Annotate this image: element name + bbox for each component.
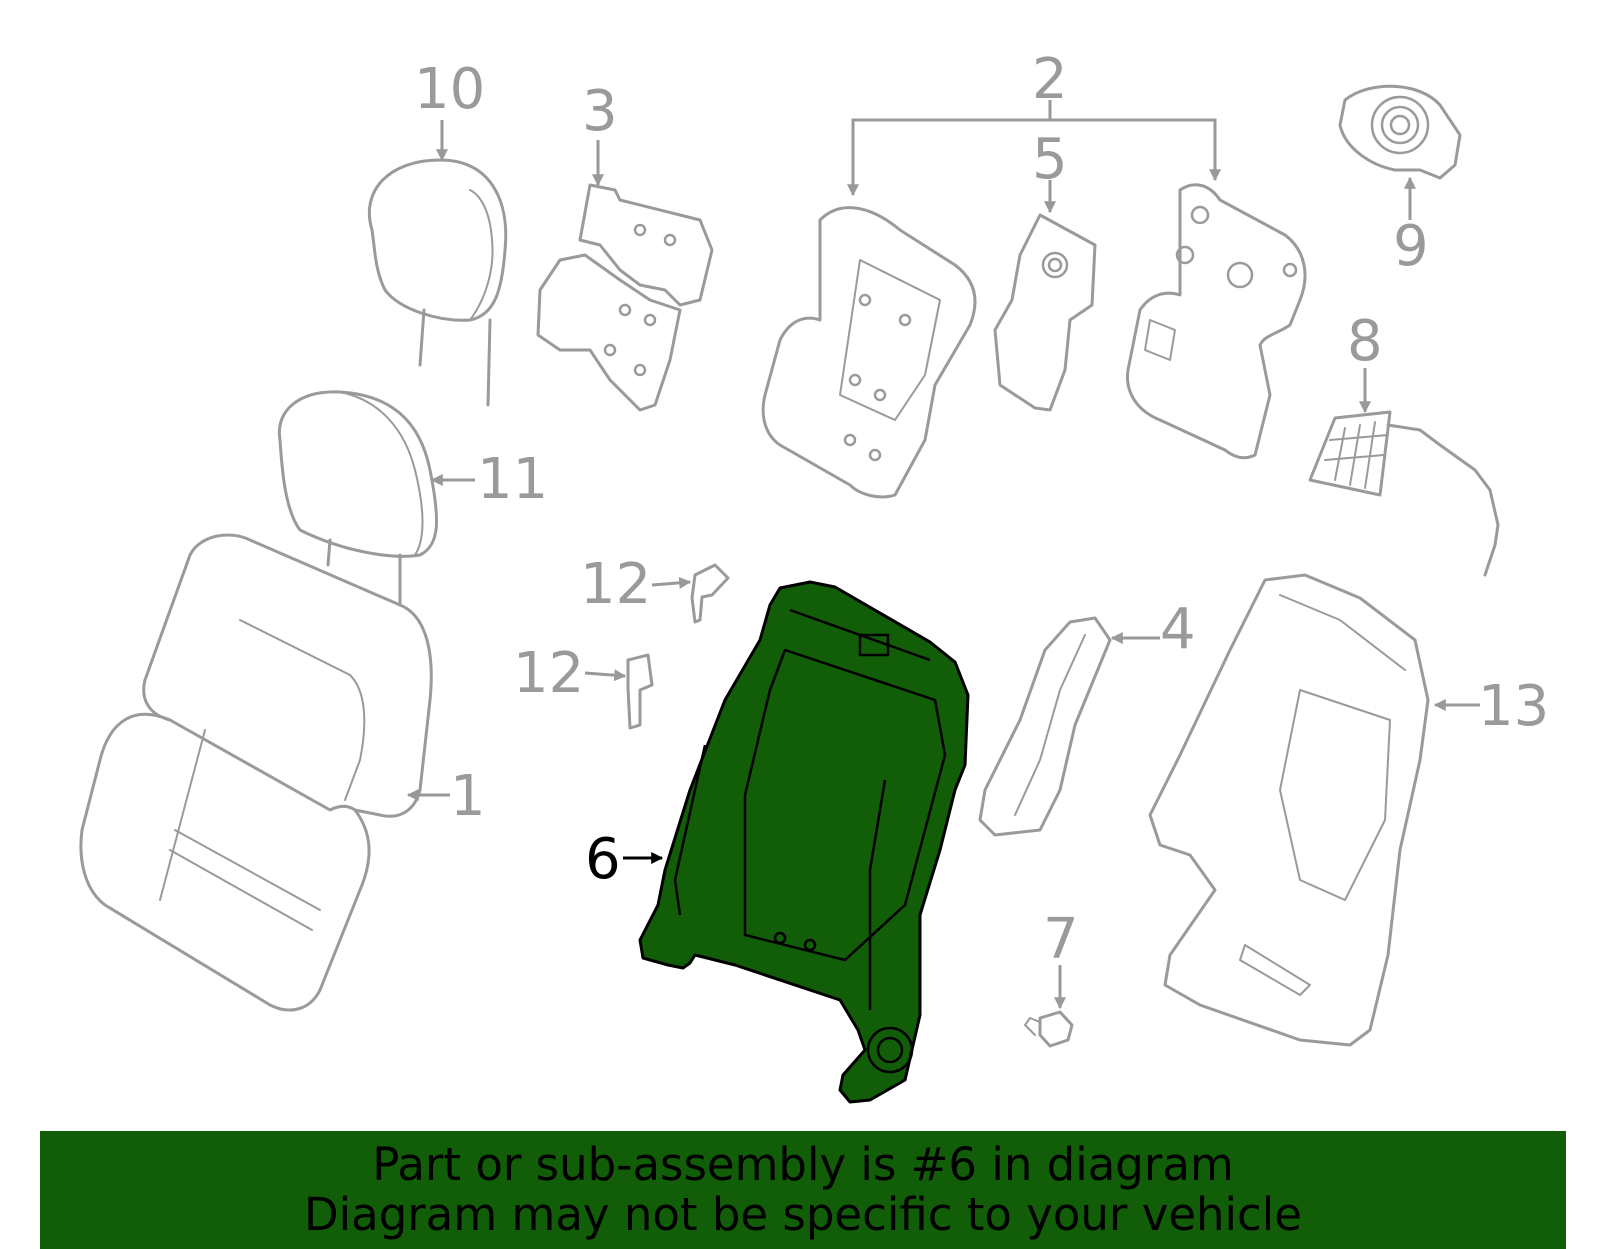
part-11-headrest[interactable] <box>277 390 439 607</box>
part-5-plate[interactable] <box>993 213 1097 412</box>
part-2-right-panel[interactable] <box>1125 183 1307 460</box>
part-12-clip-lower[interactable] <box>626 653 654 730</box>
part-8-heater-mat[interactable] <box>1308 410 1500 577</box>
callout-11: 11 <box>477 447 548 512</box>
callout-8: 8 <box>1347 309 1383 374</box>
callout-7: 7 <box>1043 907 1079 972</box>
callout-3: 3 <box>582 79 618 144</box>
part-7-bolt[interactable] <box>1024 1010 1074 1048</box>
callout-12-lower: 12 <box>513 641 584 706</box>
callout-6: 6 <box>585 827 621 892</box>
callout-13: 13 <box>1478 674 1549 739</box>
part-13-back-panel[interactable] <box>1148 573 1430 1047</box>
part-2-left-panel[interactable] <box>761 206 977 499</box>
callout-2: 2 <box>1032 47 1068 112</box>
callout-10: 10 <box>414 57 485 122</box>
part-6-seat-back-frame[interactable] <box>638 580 970 1104</box>
callout-9: 9 <box>1393 214 1429 279</box>
part-9-speaker[interactable] <box>1338 84 1462 180</box>
banner-line-2: Diagram may not be specific to your vehi… <box>304 1188 1302 1241</box>
info-banner: Part or sub-assembly is #6 in diagram Di… <box>40 1131 1566 1249</box>
callout-5: 5 <box>1032 127 1068 192</box>
callout-4: 4 <box>1160 597 1196 662</box>
callout-12-upper: 12 <box>580 552 651 617</box>
part-10-headrest[interactable] <box>367 158 508 407</box>
part-4-side-trim[interactable] <box>978 616 1112 837</box>
part-1-seat-back-cover[interactable] <box>79 533 433 1012</box>
part-3-module[interactable] <box>536 183 714 412</box>
leader-lines <box>406 100 1480 1010</box>
banner-line-1: Part or sub-assembly is #6 in diagram <box>372 1138 1234 1191</box>
part-12-clip-upper[interactable] <box>690 563 730 624</box>
callout-1: 1 <box>450 764 486 829</box>
